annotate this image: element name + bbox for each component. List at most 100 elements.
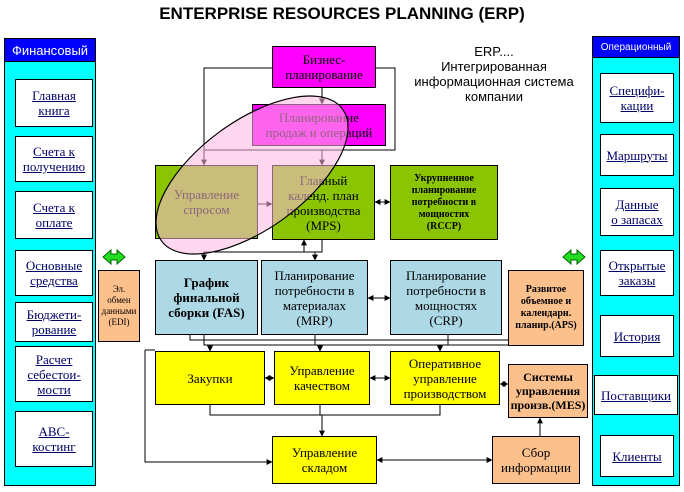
label-line: Сбор [521,445,551,460]
label-line: Маршруты [606,147,668,163]
label-line: (MRP) [296,312,333,328]
label-line: качеством [294,378,350,393]
label-line: Главный [299,172,348,188]
label-line: мости [37,381,71,397]
label-line: информационная система [414,74,574,89]
label-line: обмен [107,295,131,305]
label-line: рование [31,322,77,337]
right-item-routings[interactable]: Маршруты [600,134,674,176]
financial-panel-header: Финансовый [4,38,96,62]
label-line: сборки (FAS) [168,305,245,320]
operational-panel-header: Операционный [592,36,680,58]
label-line: Закупки [187,370,233,386]
label-line: получению [22,159,86,174]
label-line: Счета к [33,200,75,215]
right-item-history[interactable]: История [600,315,674,357]
label-line: Данные [615,197,659,212]
right-item-suppliers[interactable]: Поставщики [594,375,678,415]
label-line: Специфи- [609,83,665,98]
business-planning-box[interactable]: Бизнес-планирование [272,46,376,88]
label-line: (RCCP) [426,220,462,232]
right-item-specifications[interactable]: Специфи-кации [600,73,674,123]
label-line: материалах [282,297,347,313]
label-line: Главная [32,88,76,103]
purchasing-box[interactable]: Закупки [155,351,265,405]
label-line: планирование [411,184,477,196]
label-line: Бизнес- [302,52,346,67]
right-item-suppliers-label: Поставщики [601,388,671,403]
left-item-budgeting[interactable]: Бюджети-рование [15,302,93,342]
label-line: Управление [173,187,240,202]
label-line: История [613,328,661,344]
page-title: ENTERPRISE RESOURCES PLANNING (ERP) [159,4,525,23]
label-line: объемное и [520,296,572,307]
label-line: Поставщики [601,387,671,403]
purchasing-box-label: Закупки [187,371,232,386]
label-line: Управление [291,445,358,460]
label-line: произв.(MES) [510,398,586,412]
label-line: ABC- [38,424,70,439]
label-line: Клиенты [612,448,662,464]
label-line: заказы [618,273,656,288]
label-line: потребности в [274,282,355,298]
label-line: управления [515,384,581,398]
label-line: планирование [285,67,363,82]
label-line: мощностях [418,208,470,220]
label-line: Открытые [608,258,666,273]
left-item-abc-costing[interactable]: ABC-костинг [15,411,93,467]
label-line: Развитое [525,284,567,295]
label-line: Системы [523,370,573,384]
label-line: календарн. [520,308,572,319]
label-line: управление [413,370,477,386]
right-item-routings-label: Маршруты [606,148,667,163]
label-line: потребности в [411,196,477,208]
label-line: Управление [289,363,355,378]
label-line: Планирование [274,267,355,283]
left-item-abc-costing-label: ABC-костинг [32,424,75,454]
label-line: планир.(APS) [515,320,577,331]
right-item-customers[interactable]: Клиенты [600,435,674,477]
label-line: Планирование [406,267,486,283]
label-line: Счета к [33,144,75,159]
label-line: информации [501,460,571,475]
